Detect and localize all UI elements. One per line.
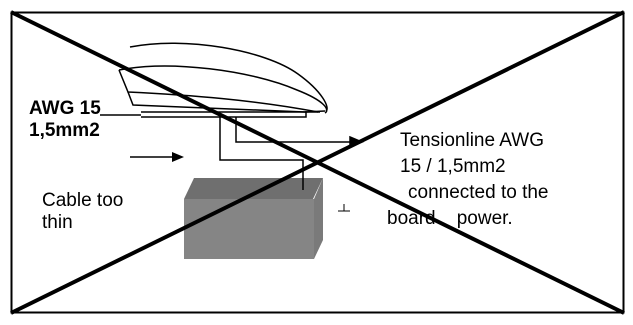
awg-label-line2: 1,5mm2 [29,120,100,141]
arrow-left-label [130,152,184,162]
outer-frame [10,11,625,314]
tensionline-line4: board power. [387,208,513,229]
tensionline-line1: Tensionline AWG [400,130,544,151]
cable-note-line1: Cable too [42,190,124,211]
awg-label-line1: AWG 15 [29,98,101,119]
cable-note-line2: thin [42,212,73,233]
ground-symbol [338,204,350,212]
tensionline-line2: 15 / 1,5mm2 [400,156,506,177]
tensionline-line3: connected to the [408,182,549,203]
device-box [184,178,323,259]
cross-out-mark [10,10,625,315]
